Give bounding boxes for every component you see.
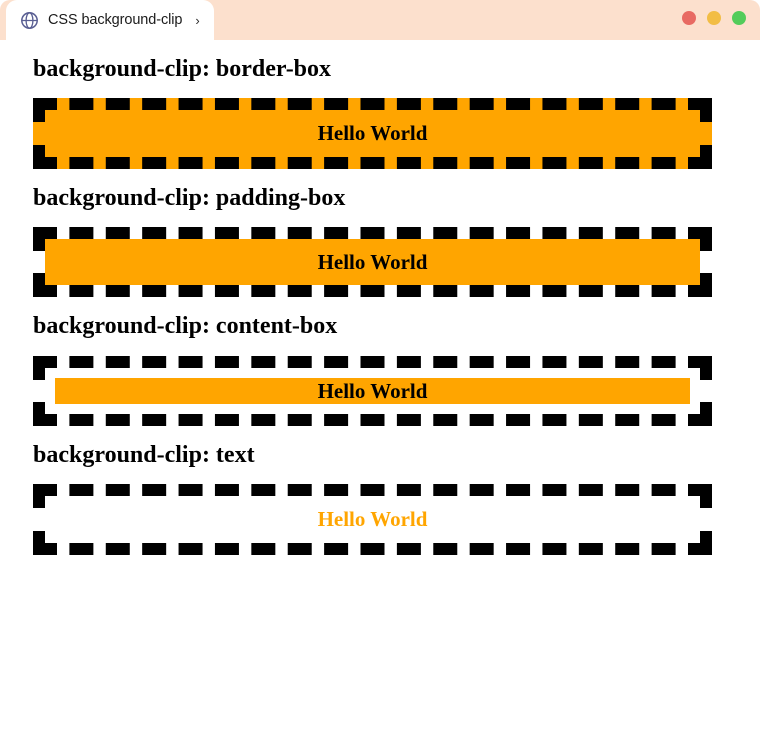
page-heading-padding-box: background-clip: padding-box (33, 184, 346, 211)
minimize-button[interactable] (707, 11, 721, 25)
tab-css-background-clip[interactable]: CSS background-clip › (6, 0, 214, 40)
globe-icon (20, 11, 39, 30)
demo-box-padding-box: Hello World (33, 227, 712, 298)
demo-section-text: background-clip: text Hello World (33, 442, 727, 555)
demo-box-label: Hello World (317, 121, 428, 146)
demo-box-label: Hello World (317, 507, 428, 532)
demo-box-label: Hello World (317, 250, 428, 275)
page-heading-text: background-clip: text (33, 441, 255, 468)
page-content: background-clip: border-box Hello World … (0, 40, 760, 555)
page-heading-content-box: background-clip: content-box (33, 313, 338, 340)
demo-section-padding-box: background-clip: padding-box Hello World (33, 185, 727, 298)
tab-strip: CSS background-clip › (0, 0, 760, 40)
demo-section-content-box: background-clip: content-box Hello World (33, 313, 727, 426)
page-heading-border-box: background-clip: border-box (33, 56, 332, 82)
demo-box-text: Hello World (33, 484, 712, 555)
demo-section-border-box: background-clip: border-box Hello World (33, 56, 727, 169)
maximize-button[interactable] (732, 11, 746, 25)
demo-box-border-box: Hello World (33, 98, 712, 169)
page-viewport: background-clip: border-box Hello World … (0, 40, 760, 739)
tab-title: CSS background-clip (48, 12, 183, 28)
demo-box-content-box: Hello World (33, 355, 712, 426)
close-button[interactable] (682, 11, 696, 25)
demo-box-label: Hello World (317, 378, 428, 403)
chevron-right-icon[interactable]: › (195, 12, 200, 28)
window-controls (682, 11, 746, 25)
